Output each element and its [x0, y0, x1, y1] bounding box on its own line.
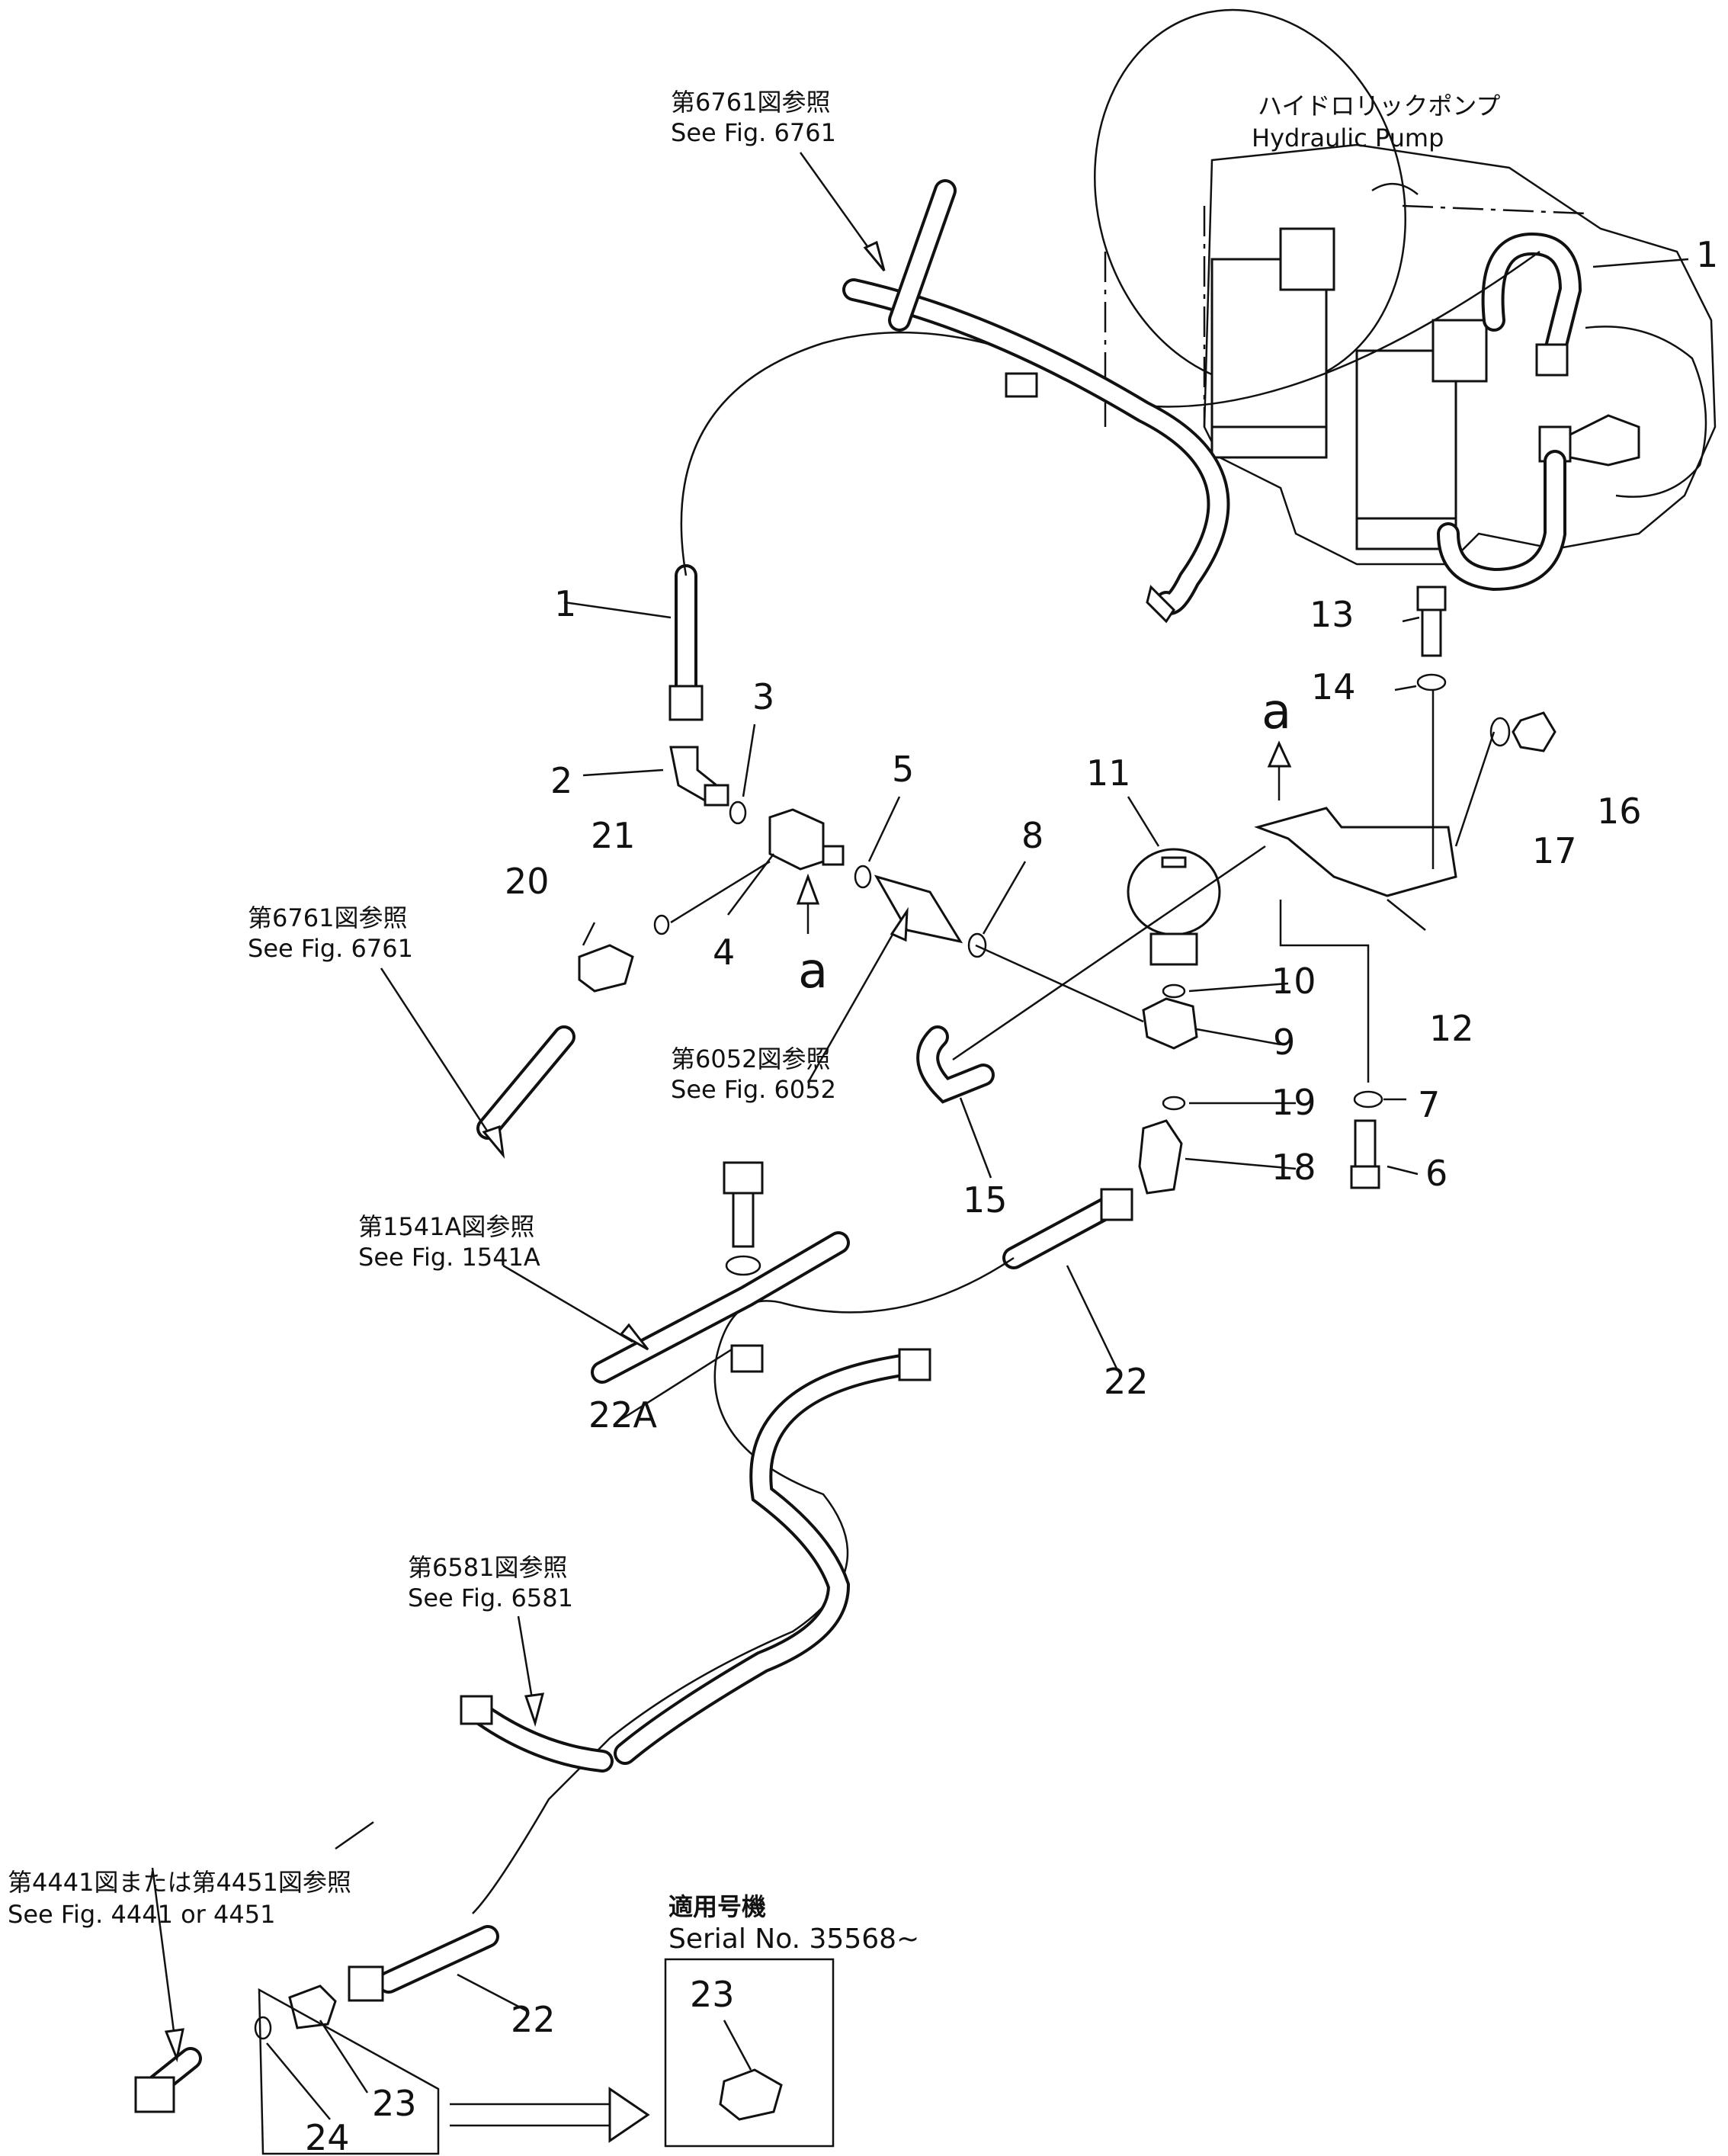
- svg-text:第6052図参照: 第6052図参照: [671, 1044, 830, 1073]
- svg-text:See Fig. 6581: See Fig. 6581: [408, 1583, 573, 1612]
- label-ref-fig6761-left: 第6761図参照 See Fig. 6761: [248, 903, 413, 963]
- switch-20: [578, 944, 634, 993]
- svg-text:See Fig. 6761: See Fig. 6761: [671, 118, 836, 147]
- elbow-fitting-2: [669, 746, 729, 807]
- callout-18: 18: [1271, 1147, 1316, 1188]
- callout-20: 20: [505, 861, 550, 902]
- hose-22: [348, 1188, 1133, 2002]
- callout-1-pump: 1: [1696, 234, 1718, 275]
- fitting-23-serial: [719, 2068, 783, 2121]
- svg-text:第6581図参照: 第6581図参照: [408, 1553, 567, 1582]
- o-ring-24: [254, 2016, 272, 2040]
- view-marker-a-lower: a: [798, 943, 828, 999]
- callout-7: 7: [1418, 1084, 1440, 1125]
- callout-6: 6: [1425, 1153, 1447, 1194]
- o-ring-21: [653, 914, 670, 935]
- callout-19: 19: [1271, 1082, 1316, 1123]
- hose-1: [668, 179, 1540, 721]
- elbow-18: [1138, 1119, 1183, 1195]
- o-ring-3: [729, 800, 747, 825]
- valve-block-4: [768, 808, 845, 871]
- callout-22A: 22A: [588, 1394, 658, 1436]
- svg-text:第1541A図参照: 第1541A図参照: [358, 1212, 534, 1241]
- o-ring-5: [854, 865, 872, 889]
- svg-text:Serial No. 35568~: Serial No. 35568~: [668, 1923, 919, 1955]
- label-ref-fig6581: 第6581図参照 See Fig. 6581: [408, 1553, 573, 1612]
- serial-box: [664, 1958, 835, 2148]
- svg-text:See Fig. 4441 or 4451: See Fig. 4441 or 4451: [8, 1900, 275, 1929]
- label-ref-fig6761-top: 第6761図参照 See Fig. 6761: [671, 88, 836, 147]
- callout-11: 11: [1086, 752, 1131, 794]
- svg-text:See Fig. 1541A: See Fig. 1541A: [358, 1243, 540, 1272]
- washer-7: [1353, 1090, 1383, 1108]
- callout-5: 5: [892, 749, 914, 790]
- callout-16: 16: [1597, 791, 1642, 832]
- accumulator-11: [1127, 848, 1221, 966]
- label-ref-fig6052: 第6052図参照 See Fig. 6052: [671, 1044, 836, 1104]
- bracket-12: [1254, 807, 1457, 897]
- clamp-22A: [591, 1161, 850, 1384]
- callout-9: 9: [1273, 1022, 1295, 1063]
- label-serial: 適用号機 Serial No. 35568~: [668, 1892, 919, 1955]
- hydraulic-pump: [1094, 8, 1717, 592]
- callout-1-hose: 1: [554, 583, 576, 624]
- callout-23-serial: 23: [690, 1974, 735, 2015]
- o-ring-8: [967, 932, 987, 958]
- svg-text:第6761図参照: 第6761図参照: [671, 88, 830, 117]
- bolt-13: [1416, 586, 1447, 611]
- bolt-6: [1354, 1119, 1377, 1168]
- callout-21: 21: [591, 815, 636, 856]
- svg-text:See Fig. 6052: See Fig. 6052: [671, 1075, 836, 1104]
- callout-12: 12: [1429, 1008, 1474, 1049]
- svg-text:ハイドロリックポンプ: ハイドロリックポンプ: [1258, 91, 1500, 120]
- washer-14: [1416, 673, 1447, 691]
- view-marker-a-upper: a: [1262, 684, 1291, 740]
- label-ref-fig1541a: 第1541A図参照 See Fig. 1541A: [358, 1212, 540, 1272]
- callout-15: 15: [963, 1179, 1008, 1221]
- callout-22-upper: 22: [1104, 1361, 1149, 1402]
- callout-22-lower: 22: [511, 1999, 556, 2040]
- callout-13: 13: [1310, 594, 1355, 635]
- washer-17: [1489, 717, 1511, 747]
- callout-17: 17: [1532, 830, 1577, 871]
- callout-3: 3: [752, 676, 774, 717]
- tee-fitting-9: [1142, 997, 1198, 1050]
- callout-8: 8: [1021, 815, 1044, 856]
- callout-23-left: 23: [372, 2083, 417, 2124]
- hose-6761-left: [476, 1025, 575, 1140]
- callout-24: 24: [305, 2117, 350, 2156]
- connector-6052: [874, 874, 963, 944]
- callout-10: 10: [1271, 961, 1316, 1002]
- callout-2: 2: [550, 760, 572, 801]
- o-ring-10: [1162, 983, 1186, 999]
- nut-16: [1512, 711, 1556, 752]
- svg-text:Hydraulic Pump: Hydraulic Pump: [1252, 124, 1444, 152]
- svg-text:第6761図参照: 第6761図参照: [248, 903, 407, 932]
- svg-text:See Fig. 6761: See Fig. 6761: [248, 934, 413, 963]
- label-ref-fig4441: 第4441図または第4451図参照 See Fig. 4441 or 4451: [8, 1868, 351, 1929]
- fitting-23-left: [288, 1984, 337, 2029]
- callout-14: 14: [1311, 666, 1356, 707]
- svg-text:適用号機: 適用号機: [668, 1892, 766, 1921]
- label-hydraulic-pump: ハイドロリックポンプ Hydraulic Pump: [1252, 91, 1500, 152]
- svg-text:第4441図または第4451図参照: 第4441図または第4451図参照: [8, 1868, 351, 1897]
- o-ring-19: [1162, 1096, 1186, 1111]
- callout-4: 4: [713, 932, 735, 973]
